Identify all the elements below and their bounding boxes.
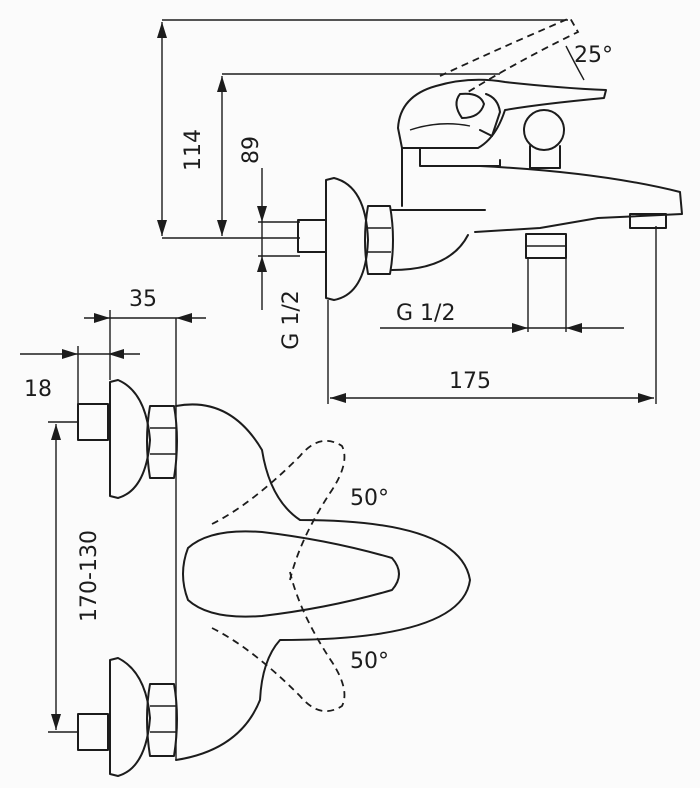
front-upper-inlet	[77, 403, 109, 441]
side-diverter-knob	[523, 109, 565, 151]
front-lever-rotated-up	[211, 439, 346, 581]
angle-label-50-bottom: 50°	[350, 649, 389, 674]
angle-label-50-top: 50°	[350, 486, 389, 511]
dim-label-89: 89	[239, 136, 264, 164]
front-lever-handle	[182, 530, 400, 618]
front-upper-nut	[146, 405, 178, 479]
front-lower-nut	[146, 683, 178, 757]
side-body-top	[401, 147, 501, 207]
side-wall-flange	[325, 177, 369, 301]
side-lever-handle	[397, 78, 607, 149]
angle-label-25: 25°	[574, 43, 613, 68]
side-inlet-pipe	[297, 219, 327, 253]
angle-arc-25	[565, 45, 585, 81]
dim-label-175: 175	[449, 369, 491, 394]
side-mixer-body	[391, 209, 486, 271]
dim-label-35: 35	[129, 287, 157, 312]
front-lever-rotated-down	[211, 571, 346, 713]
side-view: 114 89 G 1/2 G 1/2 175 25°	[157, 16, 683, 404]
side-lever-tilted	[439, 16, 580, 93]
dim-label-outlet-thread: G 1/2	[396, 301, 455, 326]
side-spout	[474, 165, 683, 233]
dim-label-114: 114	[181, 129, 206, 171]
front-mixer-body	[175, 403, 471, 761]
front-lower-inlet	[77, 713, 109, 751]
side-aerator	[629, 213, 667, 229]
front-view: 35 18 170-130 50° 50°	[20, 287, 471, 777]
side-hex-nut	[364, 205, 394, 275]
dim-label-inlet-thread: G 1/2	[279, 290, 304, 349]
front-lower-flange	[109, 657, 151, 777]
dim-label-170-130: 170-130	[77, 530, 102, 622]
dim-label-18: 18	[24, 377, 52, 402]
front-upper-flange	[109, 379, 151, 499]
